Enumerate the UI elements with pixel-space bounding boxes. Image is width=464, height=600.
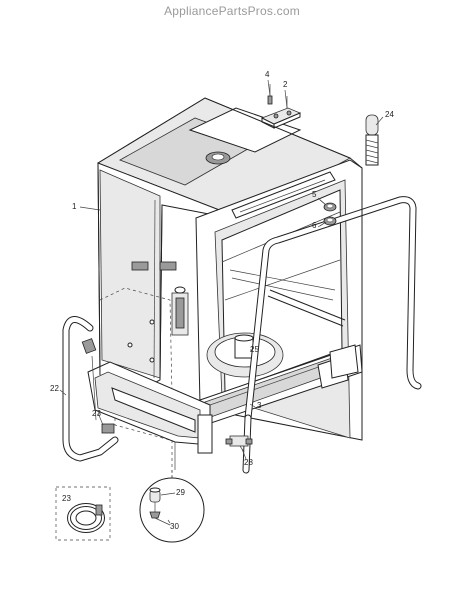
connector-28 [225,435,253,453]
inlet-hose [62,316,119,462]
inset-clamp [55,486,111,541]
callout-24: 24 [385,110,394,119]
callout-28: 28 [244,458,253,467]
callout-23a: 23 [92,409,101,418]
callout-2: 2 [283,80,288,89]
inset-circle [139,470,205,543]
base-frame [87,361,213,478]
leader-lines [59,79,384,460]
callout-23b: 23 [62,494,71,503]
callout-3: 3 [257,401,262,410]
tub-outline [97,97,363,440]
callout-22: 22 [50,384,59,393]
callout-6: 6 [312,221,317,230]
hinge-bracket [261,84,302,129]
callout-30: 30 [170,522,179,531]
callout-1: 1 [72,202,77,211]
callout-25: 25 [250,345,259,354]
tub-body [97,97,363,441]
callout-4: 4 [265,70,270,79]
callout-5: 5 [312,190,317,199]
spring-part [365,114,379,166]
watermark-header: AppliancePartsPros.com [164,4,300,18]
callout-29: 29 [176,488,185,497]
